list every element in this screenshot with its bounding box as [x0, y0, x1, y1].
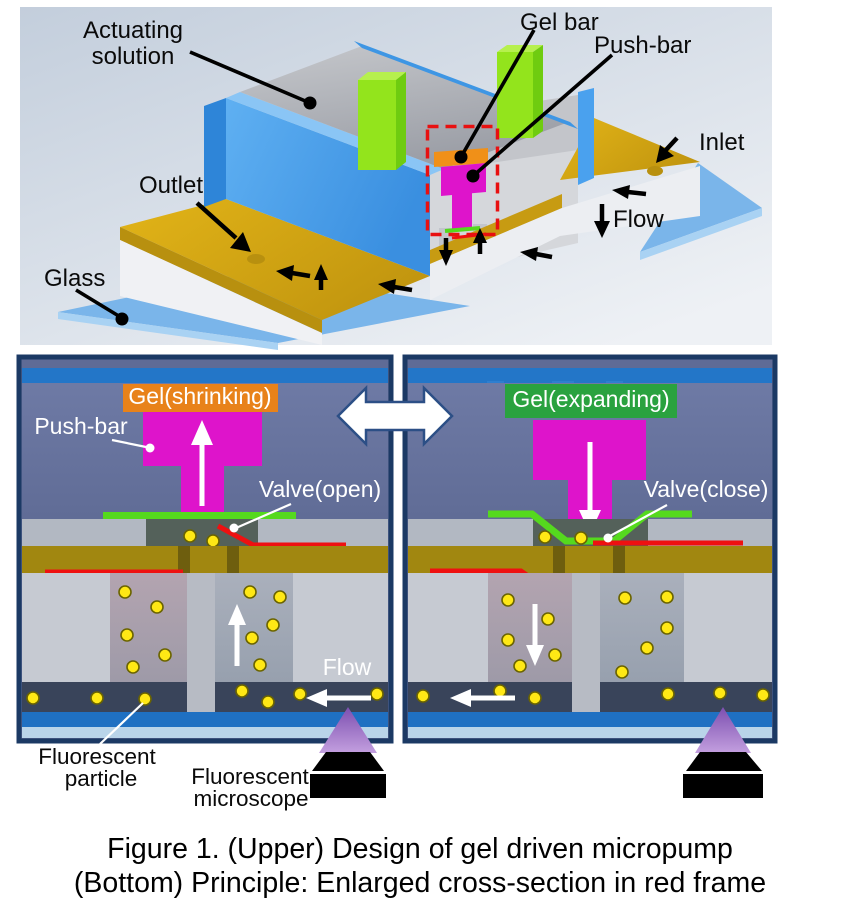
flow-direction-arrows: [276, 185, 647, 294]
caption-line-2: (Bottom) Principle: Enlarged cross-secti…: [74, 867, 766, 899]
right-panel-labels: Gel(expanding) Valve(close): [512, 386, 768, 543]
glass-label: Glass: [44, 265, 105, 292]
panel-border: [16, 354, 394, 744]
actuating-solution-label: Actuating: [83, 17, 183, 44]
cross-section-right-panel: Gel(expanding) Valve(close): [402, 354, 778, 744]
fluorescent-particle-label: Fluorescent: [38, 744, 156, 769]
gel-bar-green-1: [358, 72, 406, 170]
fluorescent-particle-label-2: particle: [65, 766, 138, 791]
flow-label-upper: Flow: [613, 206, 664, 233]
gel-bar-green-2: [497, 45, 543, 138]
microscope-light-cone: [319, 707, 377, 753]
microscope-objective: [310, 774, 386, 798]
membrane-deflected: [488, 510, 692, 545]
lid-glass-strip: [22, 368, 388, 383]
fluorescent-microscope-right: [683, 707, 763, 798]
panel-border-right: [402, 354, 778, 744]
outlet-valve-open: [216, 523, 346, 548]
bottom-glass-strip-right: [408, 712, 772, 727]
valve-chamber: [146, 519, 258, 546]
fluorescent-particles-right: [416, 590, 770, 705]
outlet-port-notch: [247, 254, 265, 264]
bottom-glass-light-strip-right: [408, 727, 772, 738]
center-pillar-right: [572, 573, 600, 712]
channel-chip-left-wing: [120, 199, 430, 345]
inlet-label: Inlet: [699, 129, 745, 156]
outlet-label: Outlet: [139, 172, 203, 199]
upper-panel-3d: Actuating solution Gel bar Push-bar Inle…: [20, 7, 772, 350]
state-toggle-double-arrow: [336, 384, 454, 448]
gel-bar-label: Gel bar: [520, 9, 599, 36]
fluorescent-microscope-label-2: microscope: [193, 786, 308, 811]
microscope-light-cone-right: [695, 707, 751, 753]
figure-caption: Figure 1. (Upper) Design of gel driven m…: [74, 833, 766, 899]
push-bar-label-upper: Push-bar: [594, 32, 691, 59]
cross-section-left-panel: Gel(shrinking) Push-bar Valve(open) Flow: [16, 354, 394, 744]
gel-shrinking-label: Gel(shrinking): [128, 383, 271, 409]
inlet-port-notch: [647, 166, 663, 176]
flow-label-left: Flow: [323, 654, 372, 680]
left-channel-right-panel: [488, 573, 572, 682]
upper-panel-labels: Actuating solution Gel bar Push-bar Inle…: [44, 9, 745, 326]
bottom-glass-strip: [22, 712, 388, 727]
center-pillar: [187, 573, 215, 712]
gold-channel-layer: [22, 546, 388, 573]
gel-expanding-label: Gel(expanding): [512, 386, 669, 412]
left-panel-labels: Gel(shrinking) Push-bar Valve(open) Flow: [34, 383, 381, 680]
gel-shrinking-box: [123, 384, 278, 412]
valve-open-label: Valve(open): [259, 476, 381, 502]
fluorescent-particles-left: [26, 585, 384, 709]
lid-glass-strip-right: [408, 368, 772, 383]
membrane-shrink: [103, 512, 296, 520]
bottom-annotations: Fluorescent particle Fluorescent microsc…: [38, 702, 310, 811]
fluorescent-microscope-left: [310, 707, 386, 798]
actuating-solution-label-2: solution: [92, 43, 175, 70]
microscope-objective-right: [683, 774, 763, 798]
caption-line-1: Figure 1. (Upper) Design of gel driven m…: [107, 833, 733, 865]
valve-close-label: Valve(close): [644, 476, 769, 502]
bottom-glass-light-strip: [22, 727, 388, 738]
push-bar-label-left: Push-bar: [34, 413, 128, 439]
gel-expanding-box: [505, 384, 677, 418]
fluorescent-microscope-label: Fluorescent: [191, 764, 309, 789]
